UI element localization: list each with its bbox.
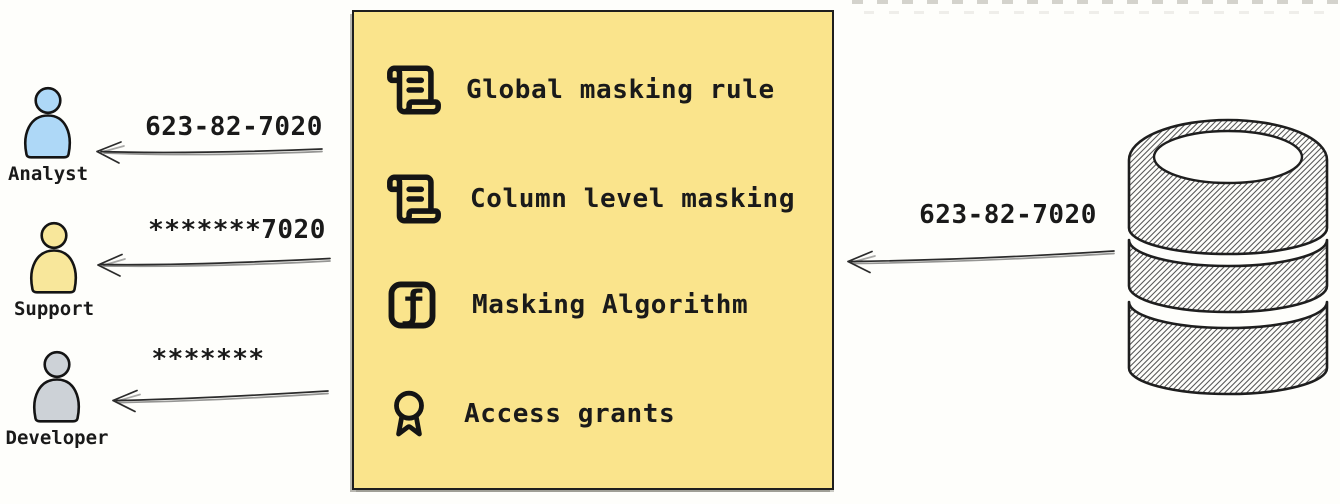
top-edge-dashes [852, 0, 1340, 4]
actor-label-developer: Developer [5, 427, 109, 449]
rule-item-access-grants: Access grants [384, 383, 675, 445]
rule-label: Masking Algorithm [472, 290, 749, 320]
actor-label-support: Support [13, 298, 95, 320]
function-icon: ƒ [388, 281, 436, 329]
arrow-to-support [97, 253, 331, 277]
rule-label: Global masking rule [466, 75, 775, 105]
person-icon [33, 350, 80, 423]
arrow-to-developer [112, 389, 329, 413]
actor-label-analyst: Analyst [7, 163, 89, 185]
person-icon [24, 86, 71, 159]
award-icon [394, 390, 424, 437]
rule-item-masking-algorithm: ƒ Masking Algorithm [384, 277, 748, 333]
masked-value-support: *******7020 [148, 215, 326, 245]
actor-developer: Developer [6, 350, 108, 449]
rule-label: Column level masking [470, 184, 796, 214]
svg-text:ƒ: ƒ [401, 283, 424, 328]
rule-label: Access grants [464, 399, 676, 429]
database-icon [1127, 118, 1329, 396]
raw-value-database: 623-82-7020 [919, 200, 1097, 230]
actor-analyst: Analyst [0, 86, 96, 185]
masked-value-analyst: 623-82-7020 [145, 112, 323, 142]
scroll-icon [387, 65, 441, 115]
scroll-icon [387, 174, 441, 224]
arrow-to-analyst [96, 141, 323, 164]
masking-rules-box: Global masking rule Column level masking… [352, 10, 834, 490]
rule-item-column-masking: Column level masking [384, 170, 795, 228]
masked-value-developer: ******* [151, 344, 265, 374]
rule-item-global-masking: Global masking rule [384, 61, 775, 119]
person-icon [30, 221, 77, 294]
top-edge-dashes-2 [864, 11, 1334, 14]
actor-support: Support [6, 221, 102, 320]
arrow-from-database [847, 250, 1115, 274]
